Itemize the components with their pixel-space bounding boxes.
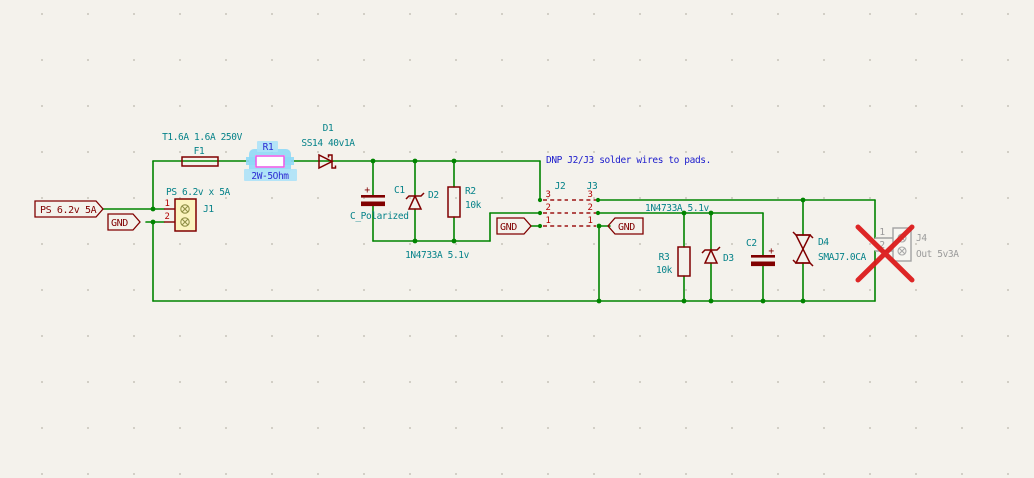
D2-value[interactable]: 1N4733A 5.1v [405, 250, 470, 261]
J3-pin2-number: 2 [587, 203, 592, 213]
component-R3-resistor[interactable]: R3 10k [656, 246, 691, 277]
J2-ref[interactable]: J2 [555, 181, 566, 192]
J1-ref[interactable]: J1 [203, 204, 215, 215]
global-label-gnd-j2[interactable]: GND [496, 217, 532, 235]
D2-ref[interactable]: D2 [428, 190, 439, 201]
component-D1-diode[interactable]: D1 SS14 40v1A [301, 123, 356, 170]
R3-value[interactable]: 10k [656, 265, 673, 276]
global-label-gnd-j3[interactable]: GND [607, 217, 644, 235]
J3-pin3-number: 3 [587, 190, 592, 200]
J4-value[interactable]: Out 5v3A [916, 249, 960, 260]
D1-value[interactable]: SS14 40v1A [301, 138, 355, 149]
J2-pin2-number: 2 [545, 203, 550, 213]
D3-ref[interactable]: D3 [723, 253, 734, 264]
J1-pin2-number: 2 [164, 212, 169, 222]
component-J2-header[interactable]: J2 3 2 1 [543, 181, 568, 227]
wires[interactable] [102, 160, 876, 302]
component-R2-resistor[interactable]: R2 10k [447, 186, 482, 218]
J4-pin1-number: 1 [879, 227, 885, 238]
D4-value[interactable]: SMAJ7.0CA [818, 252, 867, 263]
J3-ref[interactable]: J3 [587, 181, 598, 192]
R3-ref[interactable]: R3 [659, 252, 670, 263]
gnd-left-text[interactable]: GND [111, 218, 129, 229]
component-J4-connector-dnp[interactable]: 1 2 J4 Out 5v3A [855, 224, 960, 283]
junction-dots [150, 158, 806, 304]
R1-ref[interactable]: R1 [263, 142, 275, 153]
gnd-j3-text[interactable]: GND [618, 222, 636, 233]
global-label-gnd-left[interactable]: GND [107, 213, 141, 231]
component-J1-connector[interactable]: 1 2 PS 6.2v x 5A J1 [164, 187, 231, 232]
component-C1-capacitor[interactable]: + C1 C_Polarized [350, 185, 409, 222]
D3-value[interactable]: 1N4733A 5.1v [645, 203, 710, 214]
ps-label-text[interactable]: PS 6.2v 5A [40, 205, 97, 216]
R2-value[interactable]: 10k [465, 200, 482, 211]
dnp-note[interactable]: DNP J2/J3 solder wires to pads. [546, 155, 711, 166]
gnd-j2-text[interactable]: GND [500, 222, 518, 233]
component-J3-header[interactable]: J3 3 2 1 [572, 181, 598, 227]
J2-pin1-number: 1 [545, 216, 550, 226]
J2-pin3-number: 3 [545, 190, 550, 200]
global-label-ps[interactable]: PS 6.2v 5A [34, 200, 104, 218]
J3-pin1-number: 1 [587, 216, 592, 226]
component-D3-zener[interactable]: D3 [701, 246, 734, 264]
component-R1-resistor[interactable]: R1 2W-5Ohm [244, 141, 297, 182]
J4-pin2-number: 2 [879, 240, 884, 251]
C1-plus-sign: + [364, 185, 370, 196]
R2-ref[interactable]: R2 [465, 186, 476, 197]
component-D4-tvs[interactable]: D4 SMAJ7.0CA [792, 231, 867, 267]
component-C2-capacitor[interactable]: + C2 [746, 238, 775, 267]
R1-value[interactable]: 2W-5Ohm [251, 171, 289, 182]
C1-ref[interactable]: C1 [394, 185, 406, 196]
J1-pin1-number: 1 [164, 199, 169, 209]
component-F1-fuse[interactable]: T1.6A 1.6A 250V F1 [162, 132, 243, 167]
J4-ref[interactable]: J4 [916, 233, 928, 244]
D4-ref[interactable]: D4 [818, 237, 830, 248]
D1-ref[interactable]: D1 [323, 123, 335, 134]
component-D2-zener[interactable]: D2 1N4733A 5.1v [405, 190, 470, 261]
dnp-cross-icon [855, 224, 915, 283]
C1-value[interactable]: C_Polarized [350, 211, 409, 222]
J1-pads [180, 204, 190, 227]
F1-value[interactable]: T1.6A 1.6A 250V [162, 132, 243, 143]
J1-value[interactable]: PS 6.2v x 5A [166, 187, 231, 198]
C2-ref[interactable]: C2 [746, 238, 757, 249]
C2-plus-sign: + [768, 246, 774, 257]
F1-ref[interactable]: F1 [194, 146, 206, 157]
